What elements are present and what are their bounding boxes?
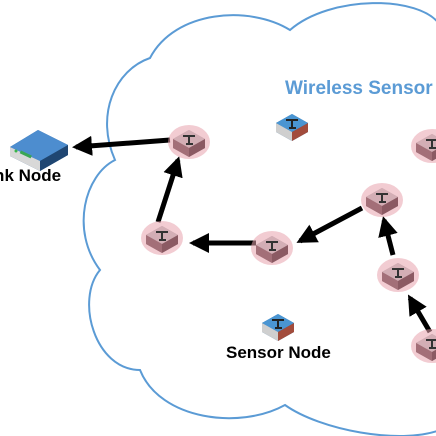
router-icon <box>10 130 68 171</box>
cloud-outline <box>82 2 436 436</box>
arrow-to-sink <box>72 135 171 156</box>
arrow-right-to-middle <box>296 205 364 244</box>
arrow-up-left-branch <box>155 156 183 223</box>
relay-node-icon <box>377 258 419 292</box>
arrow-up-to-right-relay <box>378 216 398 256</box>
sensor-node-label: Sensor Node <box>226 343 331 362</box>
relay-node-icon <box>141 221 183 255</box>
relay-node-icon <box>168 125 210 159</box>
relay-node-icon <box>361 183 403 217</box>
routing-arrows <box>72 135 433 334</box>
sensor-node-icon <box>262 314 294 341</box>
relay-node-icon <box>411 129 436 163</box>
cloud-title: Wireless Sensor <box>285 78 433 99</box>
sink-node-label: Sink Node <box>0 166 61 185</box>
sensor-node-icon <box>276 114 308 141</box>
relay-node-icon <box>411 329 436 363</box>
relay-node-icon <box>251 231 293 265</box>
arrow-bottom-to-lower-relay <box>407 294 433 334</box>
